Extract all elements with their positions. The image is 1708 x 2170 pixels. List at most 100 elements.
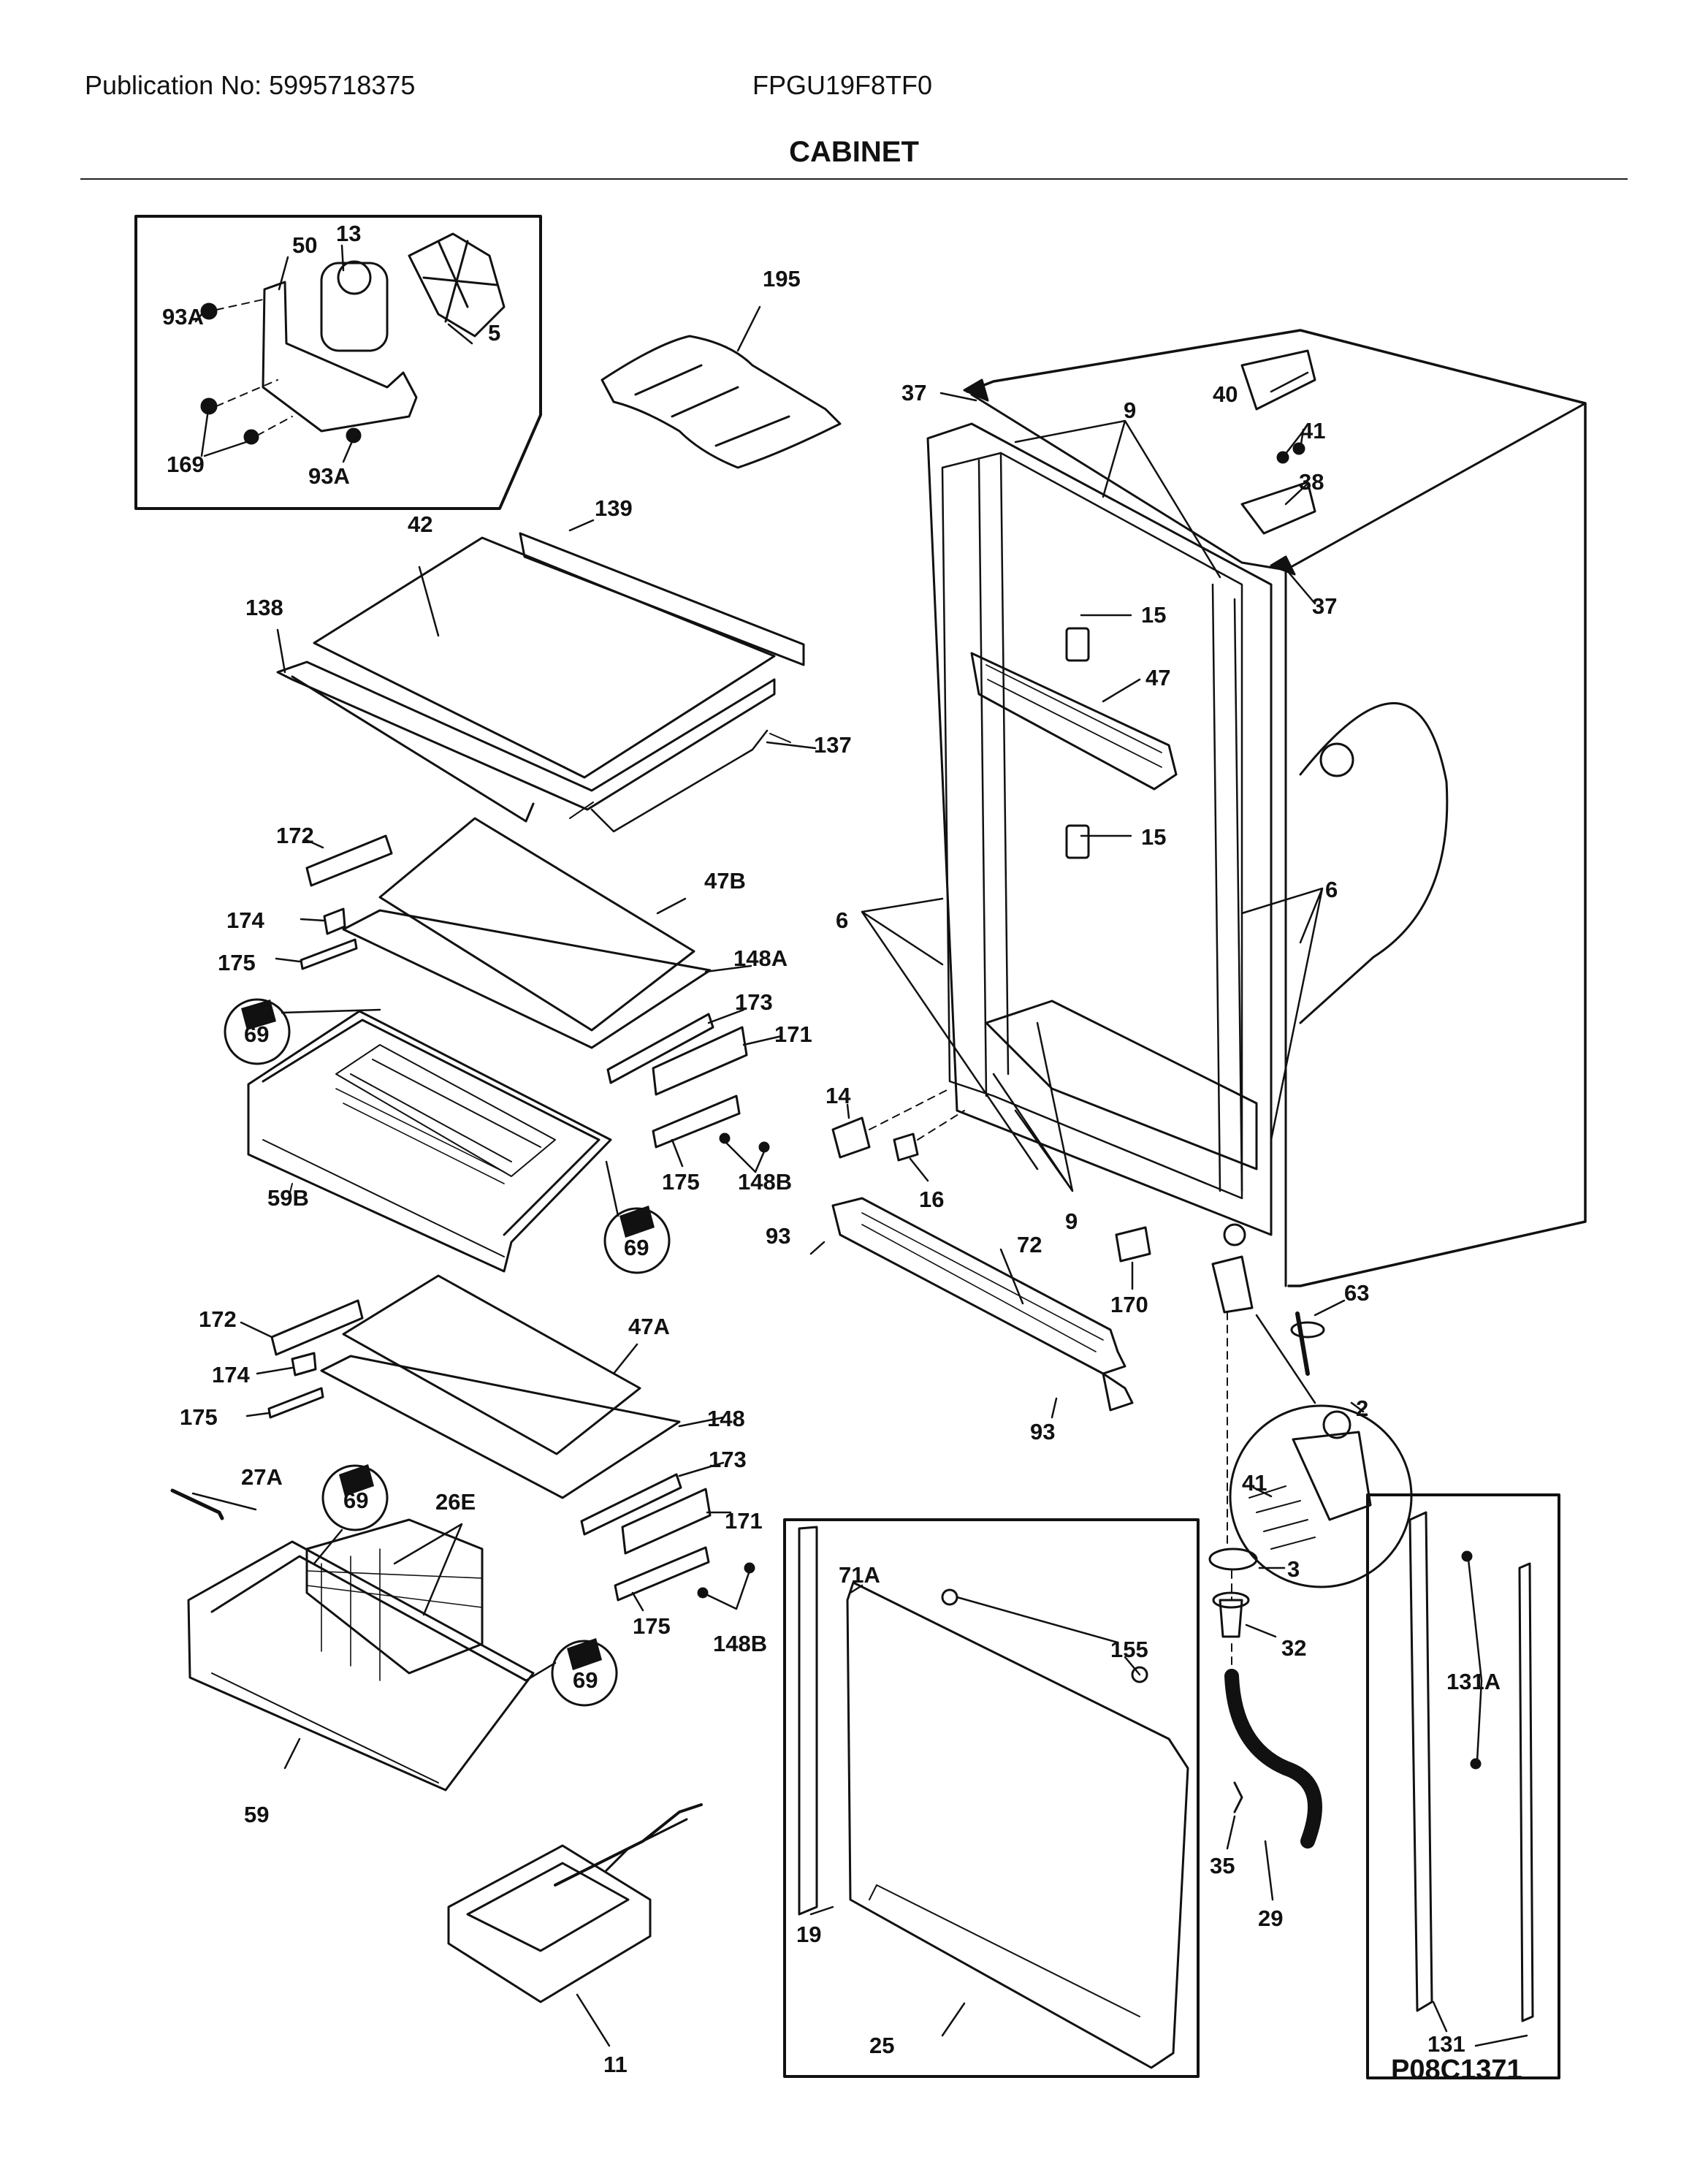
callout-41-top: 41 xyxy=(1300,418,1325,443)
callout-labels: 13 50 93A 5 169 93A 195 37 9 40 41 38 37… xyxy=(162,221,1501,2077)
callout-69-b: 69 xyxy=(624,1235,649,1260)
part-174-clip-lower xyxy=(291,1352,317,1377)
callout-172-lower: 172 xyxy=(199,1306,237,1332)
hose-assembly xyxy=(1208,1547,1322,1901)
callout-15-top: 15 xyxy=(1141,602,1166,628)
cabinet-leaders xyxy=(861,371,1324,1192)
callout-148b-lower: 148B xyxy=(713,1631,767,1656)
callout-38: 38 xyxy=(1299,469,1324,495)
callout-148a: 148A xyxy=(733,945,788,971)
part-170-switch xyxy=(1115,1226,1151,1263)
part-137-frame xyxy=(276,660,776,811)
callout-93a-bottom: 93A xyxy=(308,463,350,489)
screw-169-left xyxy=(200,397,218,415)
callout-13: 13 xyxy=(336,221,361,246)
callout-5: 5 xyxy=(488,320,500,346)
callout-131: 131 xyxy=(1427,2031,1465,2057)
callout-47a: 47A xyxy=(628,1314,670,1339)
callout-59: 59 xyxy=(244,1802,269,1827)
fan-blade xyxy=(408,232,506,338)
callout-69-c: 69 xyxy=(343,1488,368,1513)
part-14-switch xyxy=(831,1116,871,1159)
callout-41-bottom: 41 xyxy=(1242,1470,1267,1496)
callout-29: 29 xyxy=(1258,1906,1283,1931)
part-29-hose xyxy=(1224,1669,1322,1849)
part-19-gasket xyxy=(798,1526,818,1916)
part-174-clip-upper xyxy=(323,907,346,935)
callout-47b: 47B xyxy=(704,868,746,894)
callout-35: 35 xyxy=(1210,1853,1235,1878)
callout-71a: 71A xyxy=(839,1562,880,1588)
callout-63: 63 xyxy=(1344,1280,1369,1306)
callout-69-a: 69 xyxy=(244,1021,269,1047)
part-3-cap xyxy=(1208,1547,1258,1571)
part-171-bracket-lower xyxy=(621,1488,712,1555)
part-26e-dividers xyxy=(305,1518,484,1675)
callout-6-right: 6 xyxy=(1325,877,1338,902)
callout-9-top: 9 xyxy=(1124,397,1136,423)
callout-69-d: 69 xyxy=(573,1667,598,1693)
callout-2: 2 xyxy=(1356,1396,1368,1421)
callout-50: 50 xyxy=(292,232,317,258)
callout-171-lower: 171 xyxy=(725,1508,763,1534)
callout-40: 40 xyxy=(1213,381,1238,407)
motor-bracket xyxy=(262,281,418,433)
callout-131a: 131A xyxy=(1446,1669,1501,1694)
hinge-bracket xyxy=(1211,1255,1254,1314)
part-172-bracket-upper xyxy=(305,834,393,887)
part-155-clip xyxy=(941,1588,958,1606)
part-42-glass xyxy=(313,536,776,779)
callout-138: 138 xyxy=(245,595,283,620)
callout-155: 155 xyxy=(1110,1637,1148,1662)
callout-59b: 59B xyxy=(267,1185,309,1211)
callout-47: 47 xyxy=(1145,665,1170,690)
header-rule xyxy=(80,178,1628,180)
part-47a-glass xyxy=(342,1274,641,1455)
callout-19: 19 xyxy=(796,1922,821,1947)
callout-circle-69-a xyxy=(224,998,291,1065)
callout-170: 170 xyxy=(1110,1292,1148,1317)
screw-93a-bottom xyxy=(346,427,362,443)
switches xyxy=(831,1088,1151,1290)
part-173-cover-upper xyxy=(606,1013,714,1084)
callout-175-upper-left: 175 xyxy=(218,950,256,975)
callout-175-lower-left: 175 xyxy=(180,1404,218,1430)
part-131-rail-right xyxy=(1518,1562,1534,2022)
callout-175-upper-right: 175 xyxy=(662,1169,700,1195)
callout-173-lower: 173 xyxy=(709,1447,747,1472)
part-47b-glass xyxy=(378,817,695,1032)
callout-6-left: 6 xyxy=(836,907,848,933)
part-172-bracket-lower xyxy=(270,1299,364,1356)
callout-32: 32 xyxy=(1281,1635,1306,1661)
callout-37-top: 37 xyxy=(901,380,926,406)
callout-173-upper: 173 xyxy=(735,989,773,1015)
page-title: CABINET xyxy=(789,136,919,168)
callout-16: 16 xyxy=(919,1187,944,1212)
callout-14: 14 xyxy=(826,1083,851,1108)
part-72-kickplate xyxy=(809,1197,1134,1419)
part-38-hinge xyxy=(1240,481,1316,535)
screw-169-right xyxy=(243,429,259,445)
callout-175-lower-right: 175 xyxy=(633,1613,671,1639)
part-11-control-box xyxy=(447,1803,703,2047)
callout-93a-top: 93A xyxy=(162,304,204,330)
callout-37-right: 37 xyxy=(1312,593,1337,619)
callout-circle-69-c xyxy=(321,1464,389,1531)
callout-42: 42 xyxy=(408,511,432,537)
callout-93-left: 93 xyxy=(766,1223,790,1249)
callout-25: 25 xyxy=(869,2033,894,2058)
callout-137: 137 xyxy=(814,732,852,758)
drawer-59 xyxy=(170,1464,618,1792)
part-175-rail-upper xyxy=(300,938,358,970)
model-number: FPGU19F8TF0 xyxy=(752,70,933,100)
part-16-switch xyxy=(893,1132,919,1162)
shelf-47a-assembly xyxy=(240,1274,755,1612)
cabinet-front-opening xyxy=(926,422,1273,1236)
part-195-cover xyxy=(601,305,842,469)
drawer-59b-body xyxy=(247,1010,612,1273)
part-171-bracket-upper xyxy=(652,1026,748,1096)
callout-3: 3 xyxy=(1287,1556,1300,1582)
part-40-cap xyxy=(1240,349,1316,411)
diagram-id: P08C1371 xyxy=(1391,2055,1522,2085)
